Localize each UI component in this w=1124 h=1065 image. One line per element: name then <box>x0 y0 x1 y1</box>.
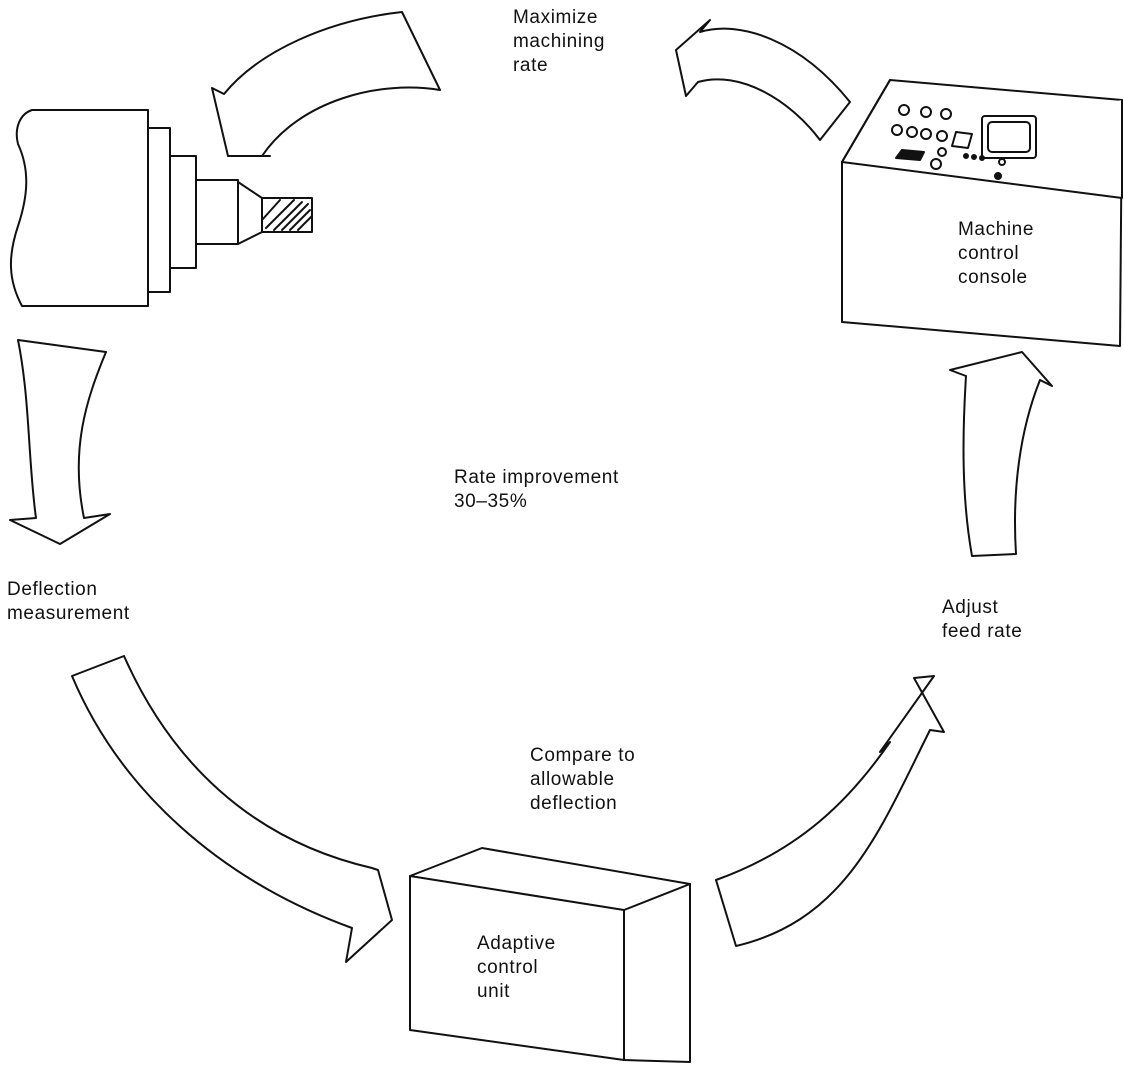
box-icon <box>409 847 691 1063</box>
label-compare-line-3: deflection <box>530 793 618 814</box>
label-maximize-line-2: machining <box>513 31 606 52</box>
label-adjust-line-2: feed rate <box>942 621 1023 642</box>
label-maximize: Maximize machining rate <box>513 6 605 78</box>
label-deflection: Deflection measurement <box>7 578 130 626</box>
console-icon <box>841 79 1123 347</box>
label-deflection-line-1: Deflection <box>7 579 98 600</box>
spindle-icon <box>10 109 313 307</box>
label-compare-line-1: Compare to <box>530 745 636 766</box>
curved-arrow-icon-bottom-right <box>715 675 945 947</box>
label-adjust: Adjust feed rate <box>942 596 1022 644</box>
label-console-line-2: control <box>958 243 1020 264</box>
label-maximize-line-3: rate <box>513 55 549 76</box>
label-console-line-1: Machine <box>958 219 1035 240</box>
label-maximize-line-1: Maximize <box>513 7 599 28</box>
label-compare: Compare to allowable deflection <box>530 744 635 816</box>
label-rate-improvement-line-2: 30–35% <box>454 491 528 512</box>
label-adaptive-line-2: control <box>477 957 539 978</box>
curved-arrow-icon-top-right <box>675 19 851 141</box>
label-console-line-3: console <box>958 267 1028 288</box>
label-rate-improvement-line-1: Rate improvement <box>454 467 619 488</box>
curved-arrow-icon-left <box>9 339 111 545</box>
label-adaptive-line-1: Adaptive <box>477 933 556 954</box>
label-rate-improvement: Rate improvement 30–35% <box>454 466 619 514</box>
label-adaptive: Adaptive control unit <box>477 932 556 1004</box>
label-adaptive-line-3: unit <box>477 981 511 1002</box>
curved-arrow-icon-bottom-left <box>71 655 393 963</box>
curved-arrow-icon-right <box>949 351 1053 557</box>
curved-arrow-icon-top <box>211 11 441 157</box>
label-console: Machine control console <box>958 218 1034 290</box>
label-adjust-line-1: Adjust <box>942 597 999 618</box>
label-deflection-line-2: measurement <box>7 603 130 624</box>
label-compare-line-2: allowable <box>530 769 615 790</box>
